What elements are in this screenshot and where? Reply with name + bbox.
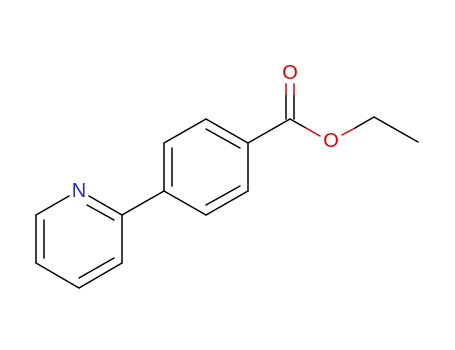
bond-biaryl	[121, 190, 165, 216]
ester-oxygen-label: O	[323, 130, 339, 152]
pyridine-ring	[35, 195, 123, 289]
bond-ring-carbonyl	[247, 118, 291, 144]
bond-n-c2-inner	[86, 204, 115, 221]
bond-o-ch2-red	[341, 127, 356, 136]
bond-c3-c4	[78, 262, 123, 289]
nitrogen-label: N	[72, 180, 86, 202]
bond-carbonyl-ester-o-red	[305, 127, 321, 137]
carbonyl-oxygen-label: O	[282, 62, 298, 84]
bond-n-c2	[88, 195, 123, 216]
ester-group	[247, 83, 419, 144]
bond-b6-b1	[163, 190, 207, 216]
benzene-ring	[163, 118, 249, 216]
bond-b5-b6-inner	[205, 185, 241, 206]
bond-b5-b6	[205, 190, 249, 216]
bond-b3-b4-inner	[205, 128, 241, 149]
bond-b2-b3	[163, 118, 207, 144]
bond-o-ch2	[354, 116, 375, 129]
bond-c3-c4-inner	[78, 257, 115, 279]
bond-ch2-ch3	[373, 116, 419, 143]
bond-b3-b4	[205, 118, 249, 144]
bond-c4-c5	[35, 262, 80, 289]
bond-c6-n	[35, 195, 70, 216]
bond-carbonyl-ester-o	[289, 118, 307, 129]
